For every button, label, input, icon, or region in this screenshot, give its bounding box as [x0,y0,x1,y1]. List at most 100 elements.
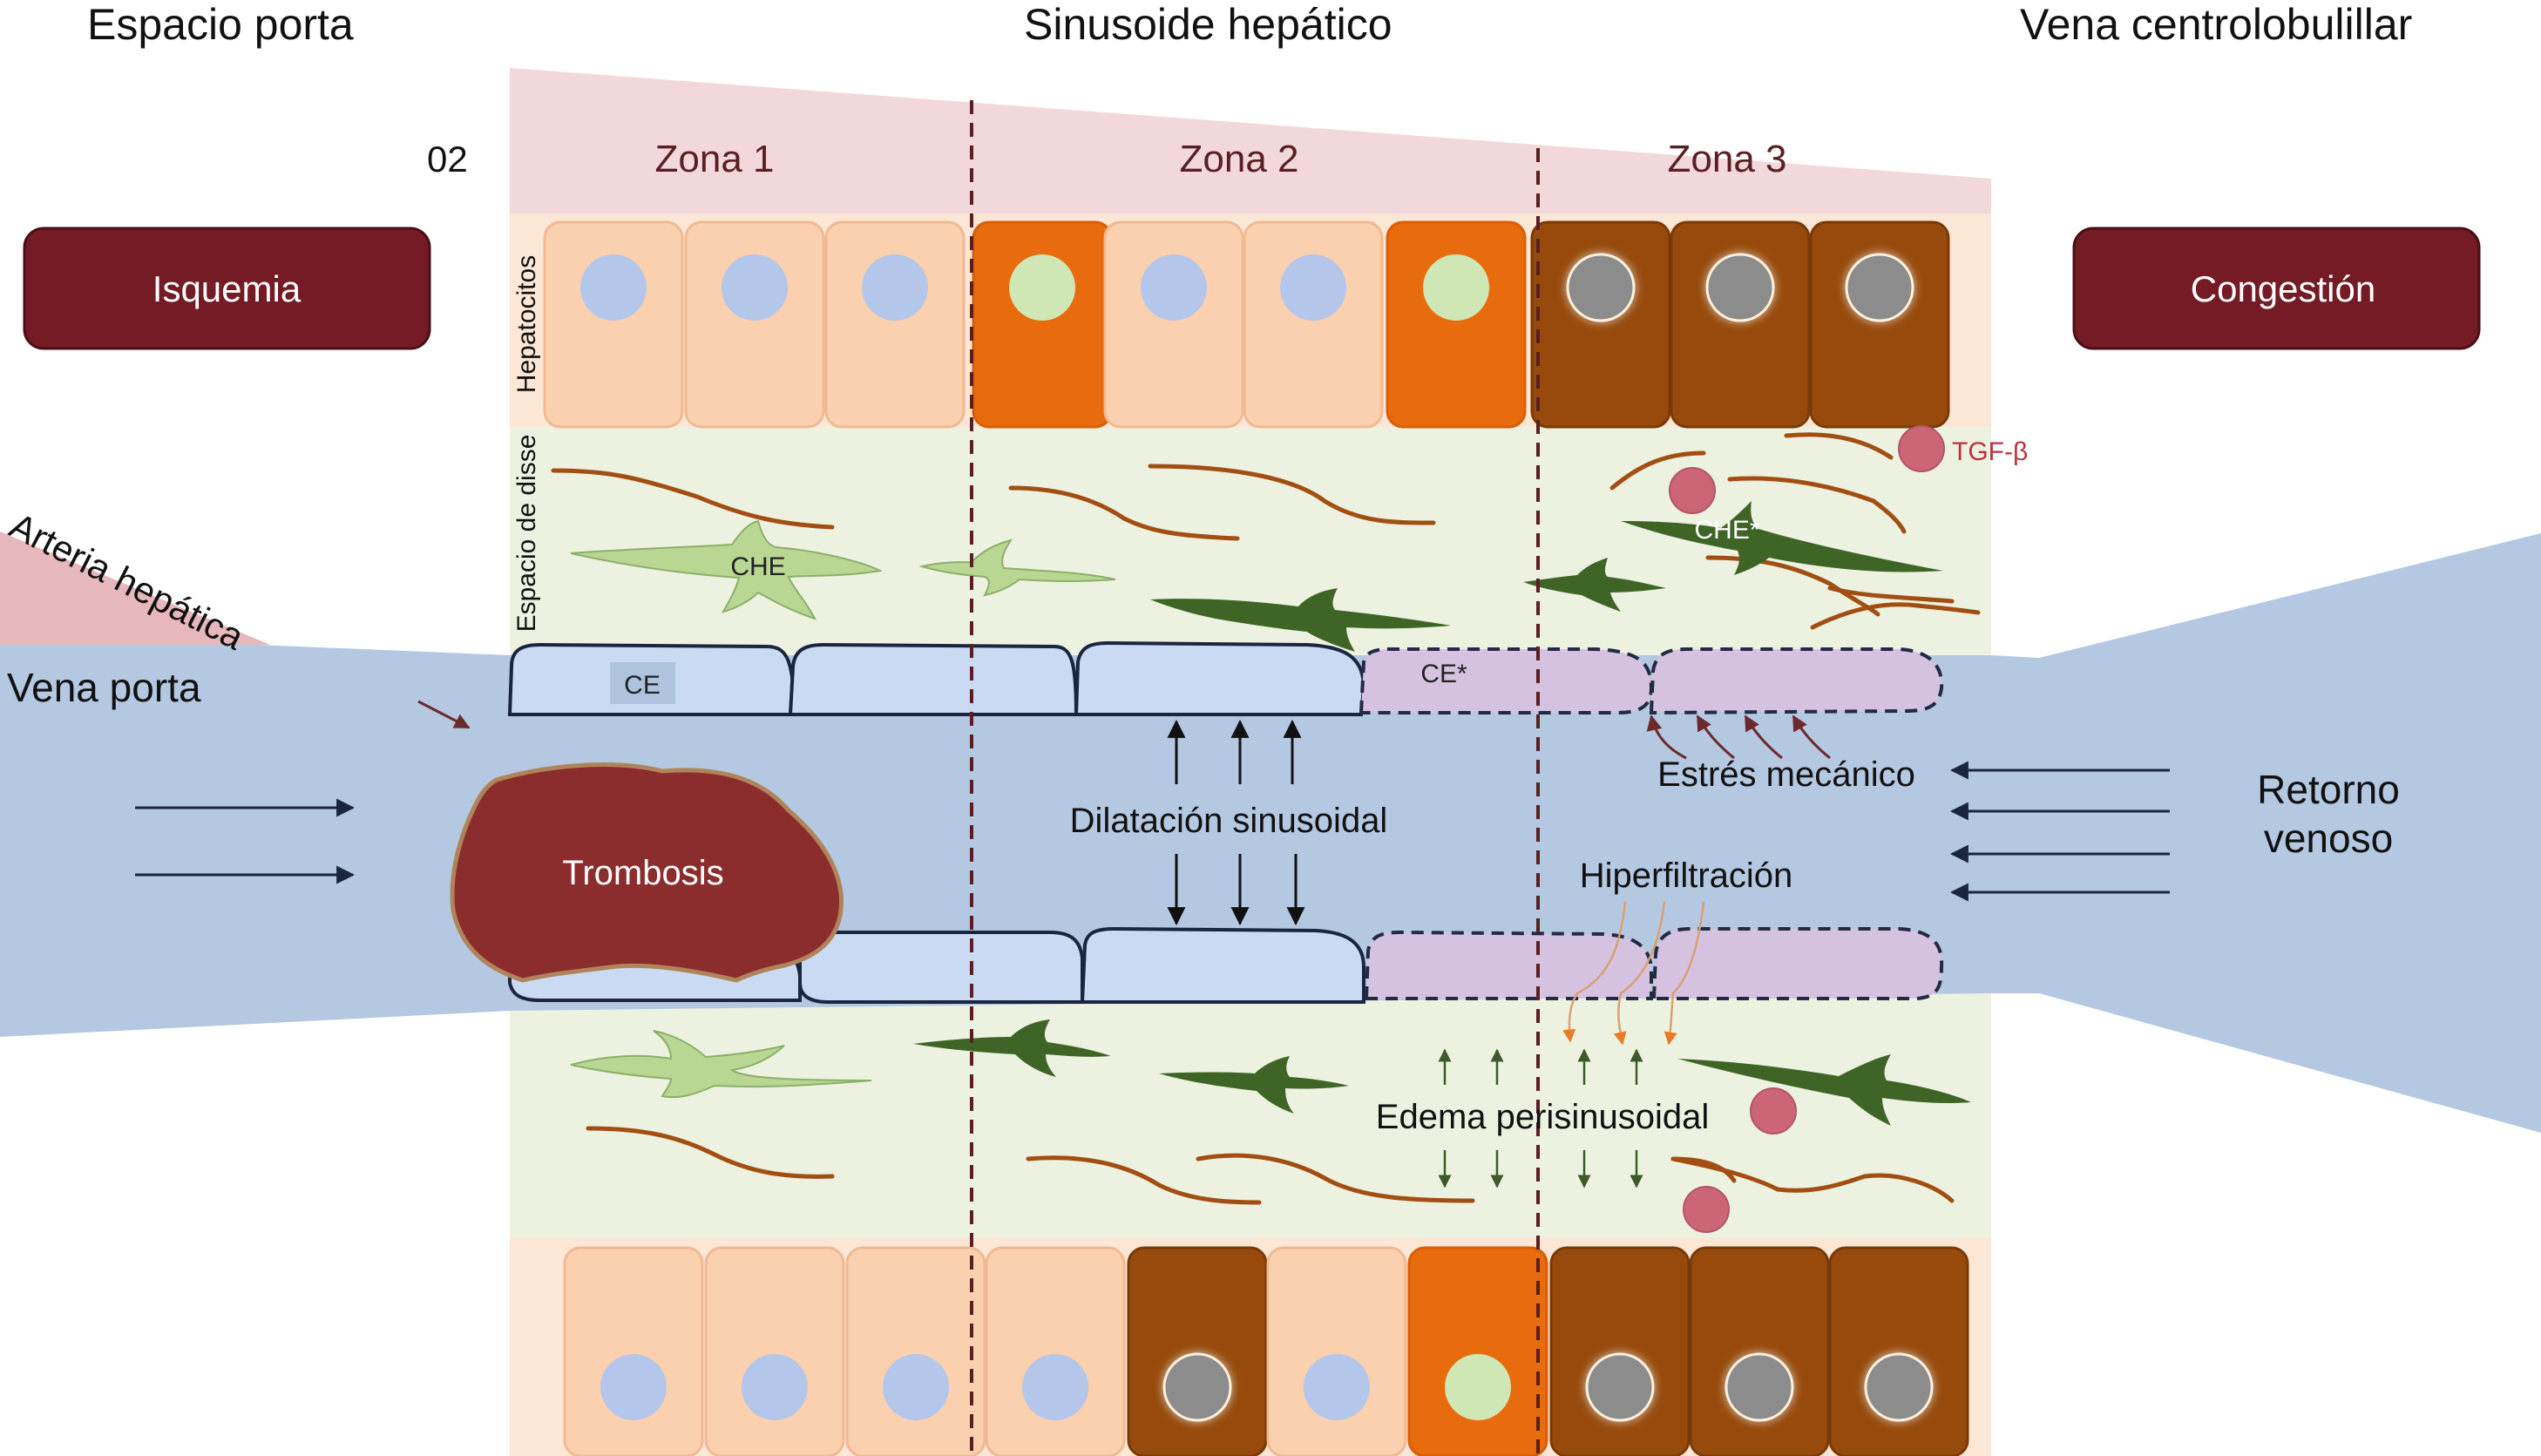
stellate-cell-quiescent [918,538,1116,597]
collagen-fibers-bottom [586,1126,1955,1205]
hepatocyte-nucleus [1280,254,1346,321]
hepatocyte-nucleus [742,1354,808,1420]
hepatocyte-nucleus [1445,1354,1511,1420]
hepatocyte-nucleus [1724,1352,1794,1422]
o2-label: 02 [427,139,468,179]
stellate-cells [570,501,1971,1126]
hepatocyte-body [684,220,825,429]
isquemia-button[interactable]: Isquemia [23,227,431,350]
zone-band [510,68,1991,213]
tgf-beta-label: TGF-β [1952,437,2028,466]
hepatocyte-nucleus [580,254,647,321]
edema-label: Edema perisinusoidal [1376,1098,1709,1136]
collagen-fiber [1827,586,1955,604]
thrombus [450,762,844,983]
hepatocyte-normal [985,1246,1126,1456]
hepatocyte-stressed [1407,1246,1548,1456]
hepatocyte-nucleus [1162,1352,1232,1422]
hepatocyte-body [563,1246,704,1456]
hepatocyte-normal [1266,1246,1407,1456]
stellate-cell-quiescent [570,519,884,620]
hepatocyte-body [1103,220,1244,429]
artery-inflow-arrow [417,700,471,729]
che-activated-label: CHE* [1694,516,1759,545]
hepatocyte-body [1243,220,1384,429]
hepatocyte-nucleus [1022,1354,1088,1420]
hepatocyte-body [972,220,1113,429]
stress-arrow [1646,714,1687,760]
stress-arrow [1744,714,1783,760]
tgf-beta-dot [1750,1087,1797,1134]
hepatocyte-body [704,1246,845,1456]
hepatocyte-stressed [1386,220,1527,429]
hepatocyte-body [1127,1246,1268,1456]
zone-1-label: Zona 1 [655,138,775,180]
stellate-cell-quiescent [570,1030,872,1099]
tgf-beta-dot [1683,1186,1730,1233]
collagen-fiber [1148,464,1436,525]
endothelial-cell [1074,640,1366,716]
disse-space-bottom [510,985,1991,1263]
tgf-beta-dot [1669,467,1716,514]
hepatocyte-nucleus [1423,254,1489,321]
hyperfiltration-label: Hiperfiltración [1580,857,1793,895]
hepatocyte-necrotic [1670,220,1811,429]
collagen-fiber [551,468,835,530]
hepatocyte-body [543,220,684,429]
collagen-fiber [1810,602,1981,630]
hyperfiltration-arrows [1562,901,1705,1046]
bottom-hepatocyte-row [563,1246,1969,1456]
hepatocyte-normal [845,1246,986,1456]
hepatocyte-nucleus [1705,253,1775,322]
hepatocyte-body [824,220,966,429]
artery-shape [0,532,270,645]
hepatocyte-nucleus [883,1354,949,1420]
stellate-cell-activated [1159,1056,1349,1114]
zone-2-label: Zona 2 [1180,138,1299,180]
stellate-cell-activated [1150,588,1451,652]
hepatocyte-necrotic [1689,1246,1830,1456]
dilation-label: Dilatación sinusoidal [1070,802,1388,840]
hepatocyte-nucleus [1585,1352,1655,1422]
hepatocyte-nucleus [600,1354,667,1420]
collagen-fiber [1727,476,1907,534]
hepatocyte-body [1670,220,1811,429]
endothelial-lining-top [507,640,1944,716]
dilation-arrows [1167,719,1305,926]
zone-dividers [970,100,1540,1456]
hepatocyte-normal [543,220,684,429]
venous-return-label-1: Retorno [2257,767,2400,812]
top-hepatocyte-row [543,220,1950,429]
hepatocyte-necrotic [1127,1246,1268,1456]
stellate-cell-activated [1523,558,1666,612]
hyperfiltration-arrow [1613,901,1666,1046]
hepatocyte-normal [1243,220,1384,429]
hepatocyte-normal [704,1246,845,1456]
flow-arrows [135,761,2170,902]
stellate-cell-activated [913,1019,1111,1077]
collagen-fiber [1026,1155,1262,1205]
collagen-fibers-top [551,432,1981,630]
hepatocyte-necrotic [1530,220,1671,429]
hepatocyte-normal [1103,220,1244,429]
hepatocyte-necrotic [1809,220,1950,429]
stellate-cell-activated [1677,1054,1971,1126]
endothelial-cell-activated [1651,927,1944,1000]
collagen-fiber [1609,450,1706,491]
zone-3-label: Zona 3 [1668,138,1787,180]
hepatocyte-nucleus [722,254,788,321]
hepatocytes-vertical-label: Hepatocitos [512,255,541,393]
hepatocyte-body [1530,220,1671,429]
hyperfiltration-arrow [1562,901,1627,1043]
hepatocyte-necrotic [1828,1246,1969,1456]
hepatocyte-body [1549,1246,1691,1456]
hepatocyte-body [845,1246,986,1456]
header-central-vein: Vena centrolobulillar [2020,0,2412,49]
hepatocyte-stressed [972,220,1113,429]
hepatocyte-nucleus [1864,1352,1934,1422]
congestion-button[interactable]: Congestión [2072,227,2481,350]
hepatocyte-nucleus [862,254,928,321]
mechanical-stress-arrows [1646,714,1831,760]
disse-vertical-label: Espacio de disse [512,435,541,633]
endothelial-cell-activated [1649,647,1944,715]
